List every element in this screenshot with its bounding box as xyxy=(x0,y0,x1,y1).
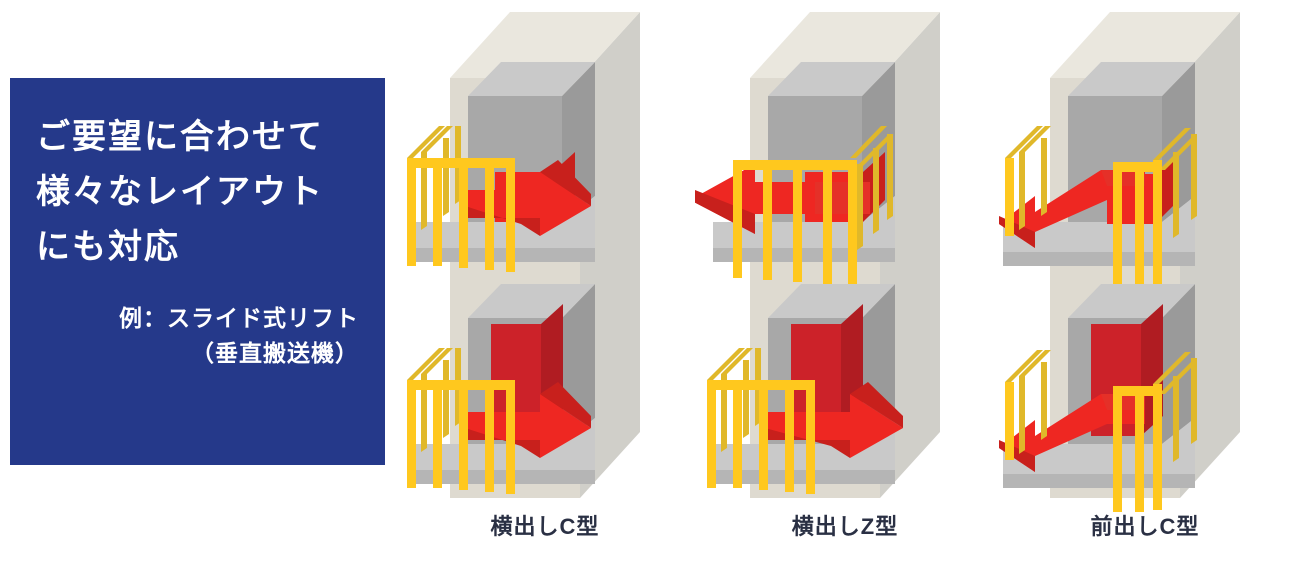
lower-recess-soffit xyxy=(768,284,895,318)
upper-platform-edge xyxy=(1003,252,1195,266)
lower-safety-railing xyxy=(1005,350,1197,512)
diagram-group: 横出しC型 xyxy=(395,0,1300,583)
promo-headline-line-2: 様々なレイアウト xyxy=(36,173,324,212)
promo-headline-line-1: ご要望に合わせて xyxy=(36,118,324,156)
figure-yokodashi-c: 横出しC型 xyxy=(395,0,695,583)
figure-yokodashi-z: 横出しZ型 xyxy=(695,0,995,583)
lower-platform-floor xyxy=(413,418,595,470)
promo-subtext: 例：スライド式リフト （垂直搬送機） xyxy=(36,301,359,370)
upper-safety-railing xyxy=(407,126,515,272)
lower-safety-railing xyxy=(707,348,815,494)
upper-recess-soffit xyxy=(1068,62,1195,96)
upper-platform-edge xyxy=(413,248,595,262)
promo-headline: ご要望に合わせて 様々なレイアウト にも対応 xyxy=(36,110,359,275)
tower-top-face xyxy=(1050,12,1240,78)
lower-flow-arrow xyxy=(465,382,591,458)
figure-caption-1: 横出しC型 xyxy=(490,514,600,539)
lower-platform-edge xyxy=(713,470,895,484)
lower-platform-edge xyxy=(1003,474,1195,488)
upper-safety-railing xyxy=(1005,126,1197,288)
lower-cargo-block xyxy=(791,324,841,432)
tower-illustration-1 xyxy=(407,12,640,498)
promo-headline-line-3: にも対応 xyxy=(36,228,180,267)
figure-maedashi-c: 前出しC型 xyxy=(995,0,1295,583)
lower-cargo-block xyxy=(491,324,541,432)
upper-safety-railing xyxy=(733,126,893,286)
upper-recess-soffit xyxy=(468,62,595,96)
tower-illustration-3 xyxy=(999,12,1240,512)
tower-illustration-2 xyxy=(695,12,940,498)
lower-recess-soffit xyxy=(1068,284,1195,318)
lower-recess-soffit xyxy=(468,284,595,318)
tower-top-face xyxy=(450,12,640,78)
figure-caption-2: 横出しZ型 xyxy=(791,514,899,539)
upper-platform-floor xyxy=(1003,196,1195,252)
promo-panel: ご要望に合わせて 様々なレイアウト にも対応 例：スライド式リフト （垂直搬送機… xyxy=(10,78,385,465)
upper-recess-soffit xyxy=(768,62,895,96)
lower-platform-floor xyxy=(1003,418,1195,474)
promo-subtext-line-2: （垂直搬送機） xyxy=(191,339,359,366)
lower-safety-railing xyxy=(407,348,515,494)
promo-subtext-line-1: 例：スライド式リフト xyxy=(119,305,359,332)
upper-flow-arrow xyxy=(465,160,591,236)
tower-top-face xyxy=(750,12,940,78)
figure-caption-3: 前出しC型 xyxy=(1090,514,1200,539)
lower-platform-edge xyxy=(413,470,595,484)
